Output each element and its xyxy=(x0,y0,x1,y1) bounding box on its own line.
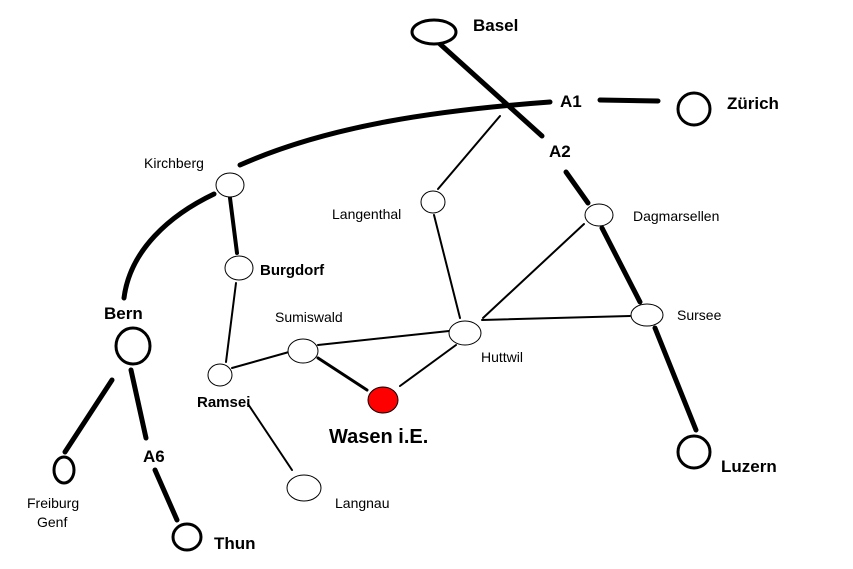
road-huttwil-sursee xyxy=(481,315,631,321)
label-thun: Thun xyxy=(214,534,256,553)
place-markers xyxy=(52,18,712,552)
marker-ramsei xyxy=(207,363,233,387)
marker-sumiswald xyxy=(287,338,319,364)
label-dagmarsellen: Dagmarsellen xyxy=(633,208,719,224)
road-a1-zurich xyxy=(597,97,661,104)
road-sumiswald-wasen xyxy=(316,356,369,392)
label-bern: Bern xyxy=(104,304,143,323)
label-destination: Wasen i.E. xyxy=(329,426,428,448)
road-a1-bern xyxy=(121,191,217,301)
marker-dagmarsellen xyxy=(584,203,614,227)
marker-langenthal xyxy=(420,190,446,214)
label-huttwil: Huttwil xyxy=(481,349,523,365)
marker-bern xyxy=(114,326,152,366)
road-a2-sursee xyxy=(599,225,643,305)
road-a2-dagmarsellen xyxy=(563,169,591,206)
label-genf: Genf xyxy=(37,514,67,530)
marker-burgdorf xyxy=(224,255,254,281)
marker-freiburg xyxy=(52,455,76,485)
road-sumiswald-huttwil xyxy=(317,330,450,346)
marker-thun xyxy=(171,522,203,552)
road-bern-freiburg xyxy=(62,377,115,455)
road-ramsei-sumiswald xyxy=(231,351,290,369)
label-langenthal: Langenthal xyxy=(332,206,401,222)
road-a1-kirchberg xyxy=(237,99,553,168)
road-ramsei-langnau xyxy=(247,403,293,471)
road-huttwil-wasen xyxy=(399,344,457,387)
road-burgdorf-ramsei xyxy=(225,282,237,363)
label-langnau: Langnau xyxy=(335,495,390,511)
road-kirchberg-burgdorf xyxy=(228,196,239,255)
road-langenthal-a1 xyxy=(437,115,501,190)
label-basel: Basel xyxy=(473,16,518,35)
label-a1: A1 xyxy=(560,92,582,111)
label-sumiswald: Sumiswald xyxy=(275,309,343,325)
marker-basel xyxy=(410,18,458,46)
road-a6-lower xyxy=(152,467,180,523)
label-a2: A2 xyxy=(549,142,571,161)
road-a6-upper xyxy=(128,367,149,441)
marker-wasen xyxy=(367,386,399,414)
marker-langnau xyxy=(286,474,322,502)
marker-kirchberg xyxy=(215,172,245,198)
label-kirchberg: Kirchberg xyxy=(144,155,204,171)
label-ramsei: Ramsei xyxy=(197,394,250,411)
motorway-labels: A1 A2 A6 xyxy=(143,92,582,466)
road-langenthal-huttwil xyxy=(433,214,461,319)
marker-sursee xyxy=(630,303,664,327)
road-a2-basel xyxy=(437,41,545,139)
label-burgdorf: Burgdorf xyxy=(260,262,325,279)
road-huttwil-dagmarsellen xyxy=(482,223,585,319)
label-a6: A6 xyxy=(143,447,165,466)
road-a2-luzern xyxy=(652,325,699,433)
label-freiburg: Freiburg xyxy=(27,495,79,511)
place-labels: Basel Zürich Kirchberg Langenthal Dagmar… xyxy=(27,16,779,553)
label-sursee: Sursee xyxy=(677,307,722,323)
road-network xyxy=(62,41,699,523)
marker-luzern xyxy=(676,434,712,470)
marker-huttwil xyxy=(448,320,482,346)
label-luzern: Luzern xyxy=(721,457,777,476)
marker-zurich xyxy=(676,91,712,127)
label-zurich: Zürich xyxy=(727,94,779,113)
